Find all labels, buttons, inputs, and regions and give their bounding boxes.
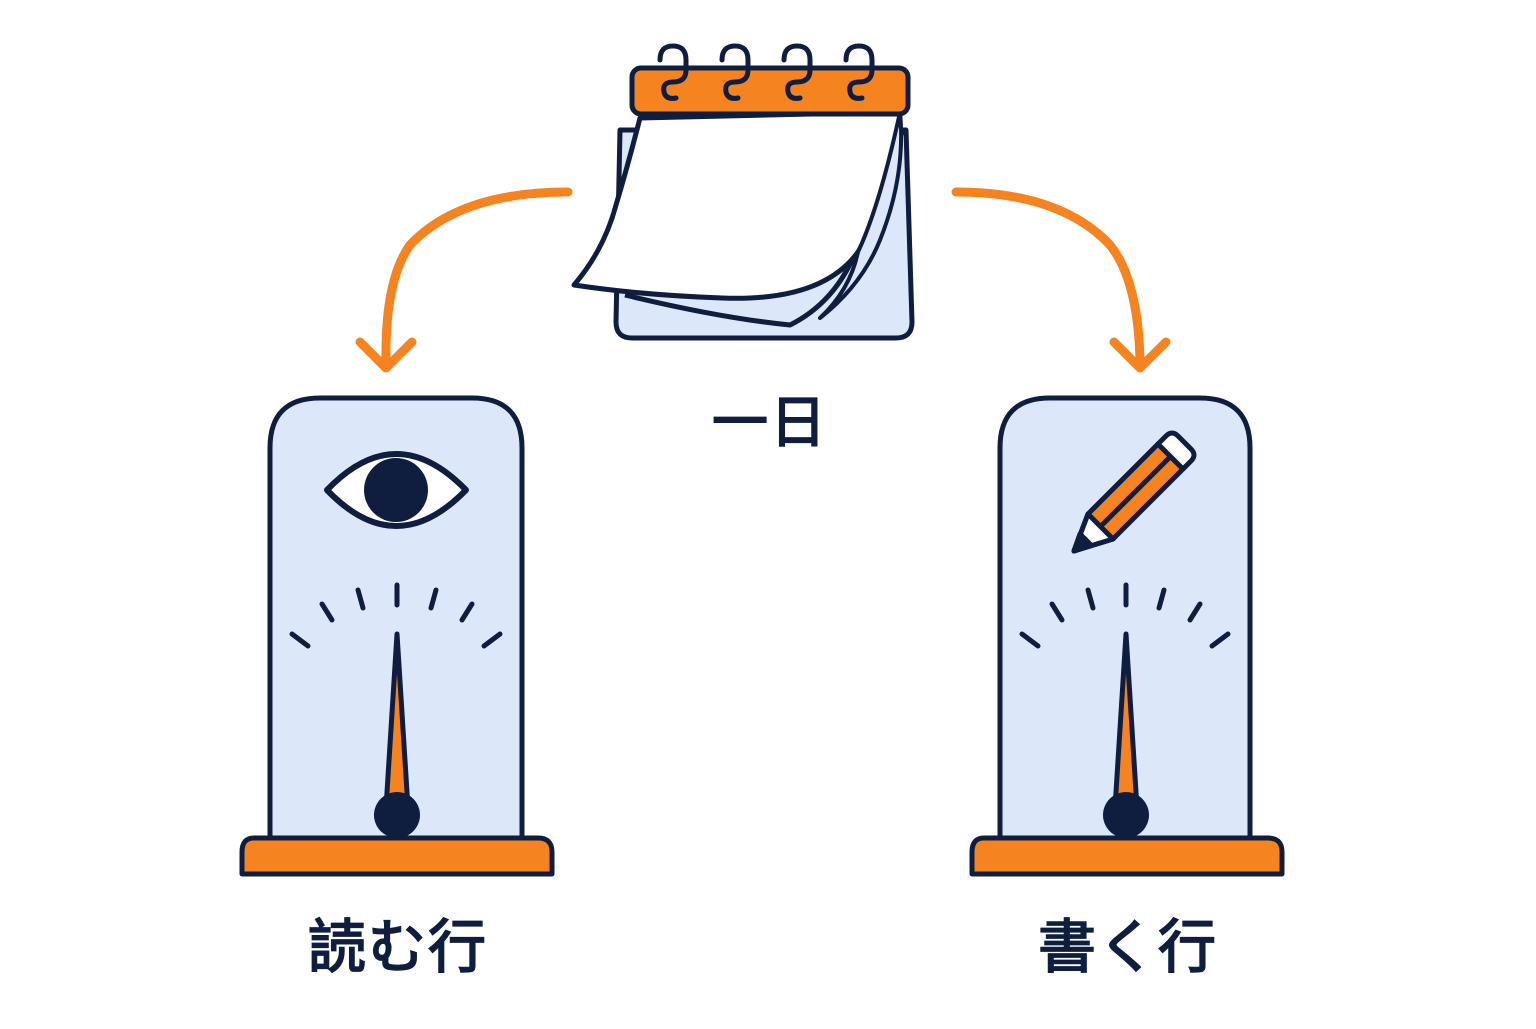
- arrow-to-read: [355, 187, 573, 373]
- write-meter-label: 書く行: [1037, 913, 1218, 981]
- write-meter-scale: [1019, 582, 1231, 649]
- read-meter-scale: [289, 582, 503, 649]
- eye-icon: [324, 451, 469, 529]
- read-meter: [239, 395, 555, 877]
- pencil-icon: [1071, 430, 1197, 554]
- read-meter-base: [239, 835, 555, 877]
- read-meter-label: 読む行: [307, 913, 488, 981]
- arrow-to-write: [951, 187, 1171, 373]
- write-meter-base: [969, 835, 1285, 877]
- write-meter-pivot: [1103, 792, 1149, 838]
- calendar-label: 一日: [712, 391, 828, 456]
- calendar-icon: [571, 43, 915, 341]
- read-meter-pivot: [374, 792, 420, 838]
- write-meter: [969, 395, 1285, 877]
